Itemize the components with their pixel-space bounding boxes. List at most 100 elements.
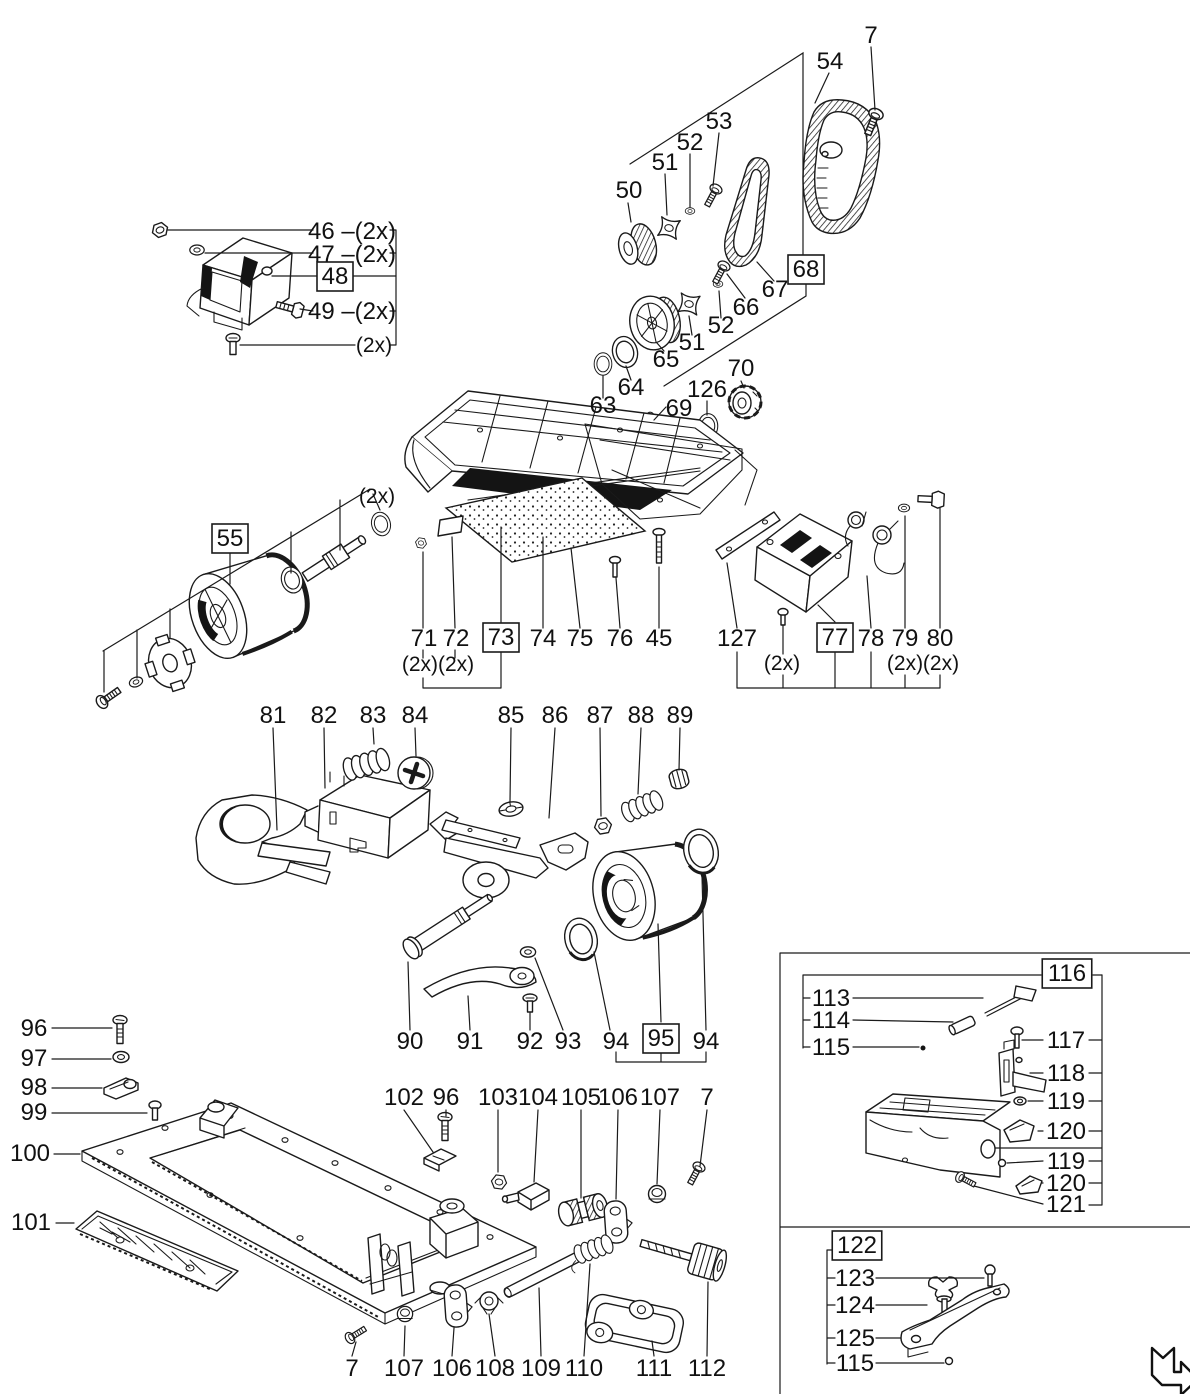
part-label-73: 73 (488, 624, 515, 651)
housing-48 (186, 237, 293, 331)
plate-102 (423, 1148, 457, 1172)
part-label-51b: 51 (679, 329, 706, 356)
part-label-55: 55 (217, 525, 244, 552)
ring-94b (682, 828, 720, 875)
part-label-118: 118 (1047, 1060, 1085, 1087)
part-label-83: 83 (360, 702, 387, 729)
part-label-108: 108 (475, 1355, 515, 1382)
wedge-120b (1015, 1175, 1043, 1195)
part-label-120a: 120 (1046, 1118, 1086, 1145)
part-label-48: 48 (322, 263, 349, 290)
spring-78a (844, 511, 867, 547)
callout-box-95 (642, 1023, 680, 1054)
pin-115 (920, 1045, 926, 1051)
part-label-54: 54 (817, 48, 844, 75)
nut-71 (414, 536, 428, 550)
part-label-112: 112 (688, 1355, 726, 1382)
part-label-80qty: (2x) (923, 652, 959, 675)
part-label-101: 101 (11, 1209, 51, 1236)
clip-108 (474, 1291, 504, 1315)
nut-103 (489, 1173, 509, 1191)
part-label-113: 113 (812, 985, 850, 1012)
part-label-64: 64 (618, 374, 645, 401)
capnut-89 (668, 768, 690, 790)
cap-84 (397, 756, 434, 790)
part-label-84: 84 (402, 702, 429, 729)
part-label-79: 79 (892, 625, 919, 652)
part-label-74: 74 (530, 625, 557, 652)
rod-109 (503, 1251, 583, 1298)
inset-borders (779, 952, 1190, 1394)
part-label-94a: 94 (603, 1028, 630, 1055)
knob-112 (639, 1238, 728, 1282)
screw-117 (1010, 1026, 1024, 1049)
washer-97 (112, 1050, 130, 1064)
screw-99 (148, 1100, 162, 1121)
pushnut-85 (498, 801, 524, 817)
part-label-107a: 107 (640, 1084, 680, 1111)
screw-96b (437, 1111, 453, 1142)
bolt-49 (275, 301, 305, 319)
part-label-52a: 52 (677, 129, 704, 156)
link-106b (442, 1283, 475, 1329)
stop-bar-116 (865, 1093, 1011, 1178)
shaft-55 (301, 535, 367, 582)
part-label-117: 117 (1047, 1027, 1085, 1054)
nut-87 (592, 816, 614, 836)
screw-55 (93, 683, 124, 712)
part-label-7172qty: (2x)(2x) (402, 653, 474, 676)
part-label-116: 116 (1048, 960, 1086, 987)
rail-101 (75, 1210, 239, 1292)
part-label-122: 122 (837, 1232, 877, 1259)
part-label-88: 88 (628, 702, 655, 729)
part-label-125: 125 (835, 1325, 875, 1352)
plate-72 (437, 515, 464, 537)
screw-123 (984, 1264, 996, 1287)
roller-drum-55 (188, 552, 310, 659)
part-label-107b: 107 (384, 1355, 424, 1382)
part-label-124: 124 (835, 1292, 875, 1319)
domenut-107b (396, 1305, 414, 1323)
part-label-7b: 7 (700, 1084, 713, 1111)
part-label-86: 86 (542, 702, 569, 729)
part-label-90: 90 (397, 1028, 424, 1055)
lever-91 (423, 966, 537, 998)
part-label-67: 67 (762, 276, 789, 303)
part-label-69: 69 (666, 395, 693, 422)
screw-7b (683, 1159, 708, 1188)
ring-94a (563, 917, 599, 962)
parts-layer (75, 99, 1190, 1394)
part-label-109: 109 (521, 1355, 561, 1382)
frame-tensioner (429, 1198, 479, 1259)
part-label-105: 105 (561, 1084, 601, 1111)
inset-116-parts (865, 985, 1047, 1195)
bracket-77 (754, 513, 853, 613)
washer-93 (519, 946, 537, 958)
part-label-89: 89 (667, 702, 694, 729)
bolt-80 (917, 490, 946, 509)
part-label-110: 110 (565, 1355, 603, 1382)
screw-45 (652, 527, 666, 564)
locknut-51a (657, 216, 681, 240)
locknut-51b (677, 292, 701, 316)
part-label-106b: 106 (432, 1355, 472, 1382)
part-label-98: 98 (21, 1074, 48, 1101)
part-label-95: 95 (648, 1025, 675, 1052)
part-label-71: 71 (411, 625, 438, 652)
part-label-63: 63 (590, 392, 617, 419)
part-label-120b: 120 (1046, 1170, 1086, 1197)
part-label-80: 80 (927, 625, 954, 652)
drum-95 (592, 841, 708, 941)
part-label-96b: 96 (433, 1084, 460, 1111)
part-label-104: 104 (518, 1084, 558, 1111)
washer-79 (897, 503, 911, 513)
part-label-70: 70 (728, 355, 755, 382)
part-label-123: 123 (835, 1265, 875, 1292)
callout-box-73 (482, 622, 520, 653)
part-label-99: 99 (21, 1099, 48, 1126)
part-label-115a: 115 (812, 1034, 850, 1061)
rollers-105 (557, 1193, 609, 1227)
part-label-127: 127 (717, 625, 757, 652)
